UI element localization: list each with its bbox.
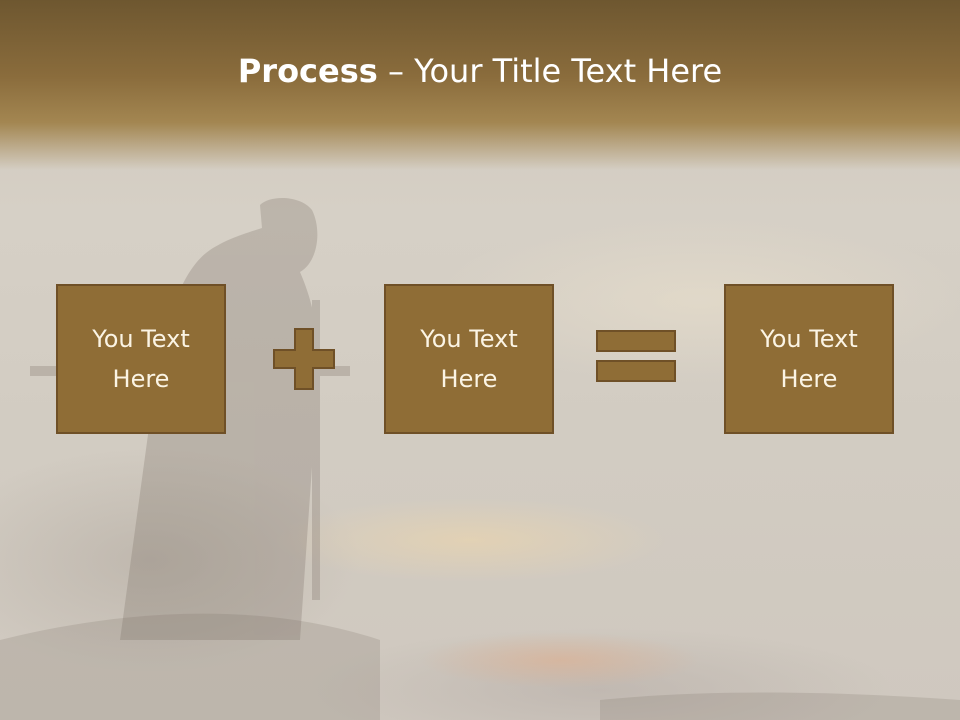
header-band [0,0,960,170]
process-box-3[interactable]: You Text Here [724,284,894,434]
plus-icon [273,328,335,390]
title-bold: Process [237,52,378,90]
equals-icon [596,330,676,382]
slide-title: Process – Your Title Text Here [0,52,960,90]
title-rest: – Your Title Text Here [377,52,723,90]
process-box-2[interactable]: You Text Here [384,284,554,434]
process-box-1[interactable]: You Text Here [56,284,226,434]
process-box-1-text: You Text Here [92,325,190,393]
process-box-2-text: You Text Here [420,325,518,393]
process-box-3-text: You Text Here [760,325,858,393]
